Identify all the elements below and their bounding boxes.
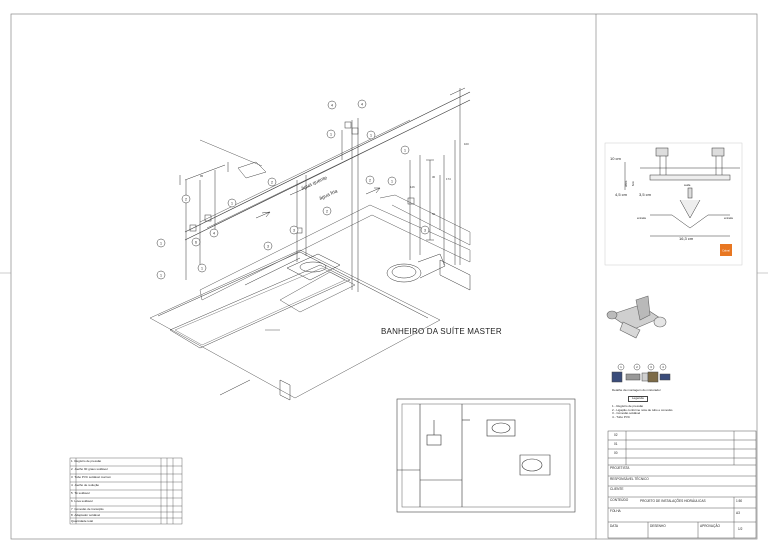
svg-text:1: 1 [620,365,622,369]
callout-numbers: 1 1 2 6 1 4 1 3 2 3 2 1 4 4 1 2 1 1 3 [160,102,426,277]
table-row: 1 Registro de pressão [71,459,102,463]
svg-text:1: 1 [404,148,406,152]
svg-text:1: 1 [330,132,332,136]
notes-header: Detalhe da montagem do misturador [612,388,661,392]
dim-100: 100 [464,142,469,146]
notes-list: 1 - Registro de pressão 2 - Ligação conf… [612,404,673,419]
svg-text:2: 2 [369,178,371,182]
legend-table-text: 1 Registro de pressão 2 Joelho 90 graus … [71,459,112,526]
project-label: PROJETISTA [610,466,630,470]
drawing-title: BANHEIRO DA SUÍTE MASTER [381,327,502,336]
rev-01: 01 [614,442,618,446]
fittings-image [606,295,667,339]
table-footer: Quantidade total [71,519,94,523]
svg-text:3: 3 [293,228,295,232]
svg-text:2: 2 [636,365,638,369]
detail-dim-163: 16,3 cm [679,236,694,241]
table-row: 6 Luva soldável [71,499,93,503]
detail-drawing [604,142,743,266]
client-label: CLIENTE [610,487,624,491]
table-row: 2 Joelho 90 graus soldável [71,467,108,471]
hot-water-label: água quente [300,175,328,192]
detail-dim-10: 10 cm [610,156,622,161]
svg-text:4: 4 [361,102,363,106]
svg-text:1: 1 [370,133,372,137]
dim-50: 50 [432,212,436,216]
legend-table [69,457,183,525]
brand-badge-text: Cabral [722,249,730,253]
dim-174: 174 [446,177,451,181]
detail-dim-v2: 6cm [631,181,635,186]
svg-text:1: 1 [231,201,233,205]
plan-view [396,398,576,513]
title-block [607,430,757,539]
table-row: 3 Tubo PVC soldável marrom [71,475,112,479]
svg-text:1: 1 [391,179,393,183]
svg-text:2: 2 [185,197,187,201]
svg-text:3: 3 [267,244,269,248]
date-label: DATA [610,524,619,528]
dim-95: 95 [200,174,204,178]
detail-connect-left: entrada [637,216,646,220]
svg-text:6: 6 [195,240,197,244]
svg-text:3: 3 [650,365,652,369]
svg-text:4: 4 [213,231,215,235]
approved-label: APROVAÇÃO [700,524,720,528]
svg-text:4: 4 [662,365,664,369]
content-label: CONTEÚDO [610,498,629,502]
detail-connect-right: entrada [724,216,733,220]
notes-item: 4 - Tubo PVC [612,414,631,419]
content-value: PROJETO DE INSTALAÇÕES HIDRÁULICAS [640,499,706,503]
table-row: 5 Tê soldável [71,491,90,495]
svg-text:2: 2 [271,180,273,184]
notes-item: 2 - Ligação conforme nota de tubo e cone… [612,407,673,412]
connection-diagram [611,363,671,383]
detail-dim-45: 4,5 cm [615,192,628,197]
sheet-border [10,13,758,540]
rev-02: 02 [614,433,618,437]
notes-item: 3 - Conexão soldável [612,411,641,416]
notes-item: 1 - Registro de pressão [612,404,644,408]
brand-badge [720,244,732,256]
table-row: 4 Joelho de redução [71,483,100,487]
isometric-view [149,87,471,401]
cold-water-label: água fria [318,188,338,201]
drawn-label: DESENHO [650,524,666,528]
dim-30: 30 [432,175,436,179]
detail-connect-top: saída [684,183,691,187]
scale-value: 1:50 [736,499,743,503]
dim-126: 126 [410,185,415,189]
responsible-label: RESPONSÁVEL TÉCNICO [610,477,649,481]
table-row: 8 Adaptador soldável [71,513,101,517]
callouts [156,99,430,280]
sheet-value: A3 [736,511,740,515]
detail-dim-35: 3,5 cm [639,192,652,197]
svg-text:1: 1 [160,241,162,245]
svg-text:1: 1 [160,273,162,277]
table-row: 7 Conexão de transição [71,507,104,511]
rev-00: 00 [614,451,618,455]
legend-button[interactable]: Legenda [628,396,648,402]
detail-dim-v1: 38cm [624,181,628,187]
svg-text:4: 4 [331,103,333,107]
svg-text:1: 1 [201,266,203,270]
sheet-label: FOLHA [610,509,621,513]
svg-text:2: 2 [326,209,328,213]
svg-text:3: 3 [424,228,426,232]
sheet-number: 1/2 [738,527,743,531]
